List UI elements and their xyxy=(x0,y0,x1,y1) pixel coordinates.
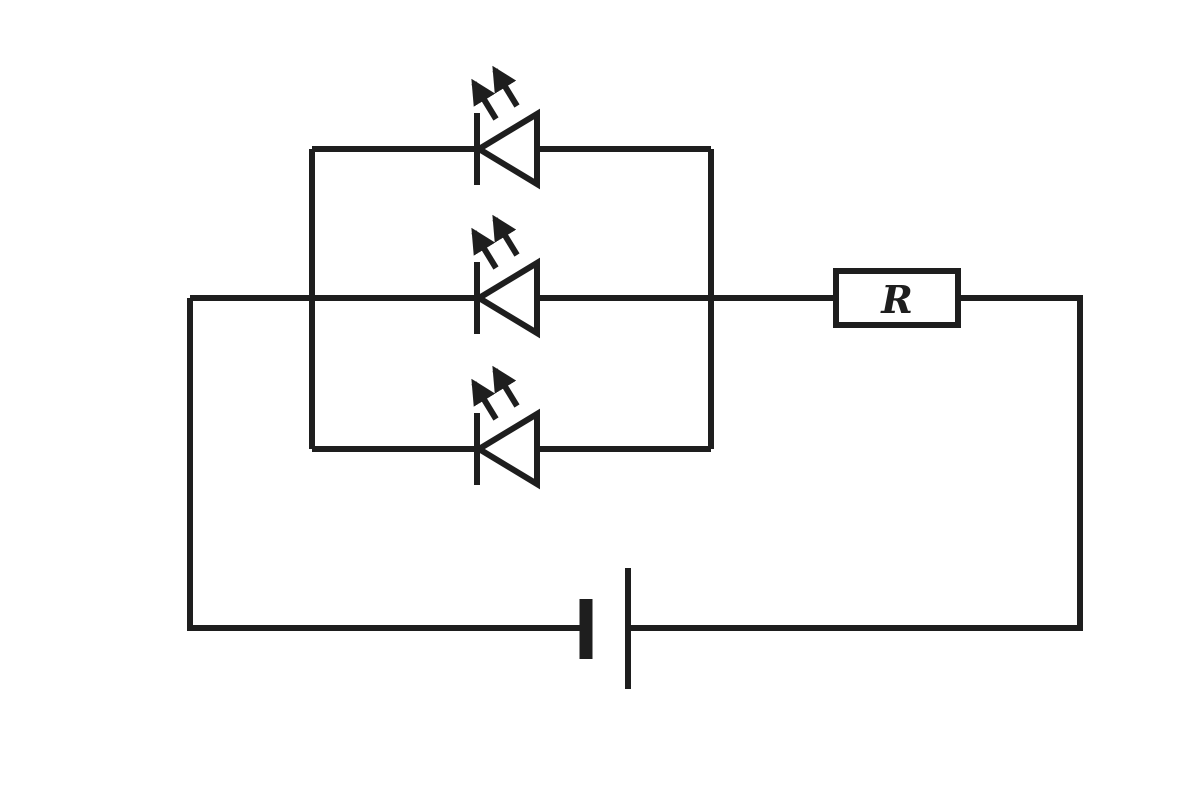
battery xyxy=(579,568,631,689)
resistor-label: R xyxy=(880,277,913,322)
led-triangle xyxy=(473,408,540,490)
resistor: R xyxy=(833,268,961,328)
main-loop-wires xyxy=(187,295,1083,631)
led-triangle xyxy=(473,108,540,190)
parallel-led-block xyxy=(309,146,714,452)
led-top xyxy=(471,65,540,190)
led-middle xyxy=(471,214,540,339)
left-return-wire xyxy=(187,298,586,631)
resistor-to-right-wire xyxy=(628,295,1083,631)
emission-arrow-icon xyxy=(492,365,520,408)
led-triangle xyxy=(473,257,540,339)
emission-arrow-icon xyxy=(471,378,499,421)
emission-arrow-icon xyxy=(471,227,499,270)
led-bottom xyxy=(471,365,540,490)
emission-arrow-icon xyxy=(492,65,520,108)
emission-arrow-icon xyxy=(471,78,499,121)
resistor-body xyxy=(833,268,961,328)
emission-arrow-icon xyxy=(492,214,520,257)
